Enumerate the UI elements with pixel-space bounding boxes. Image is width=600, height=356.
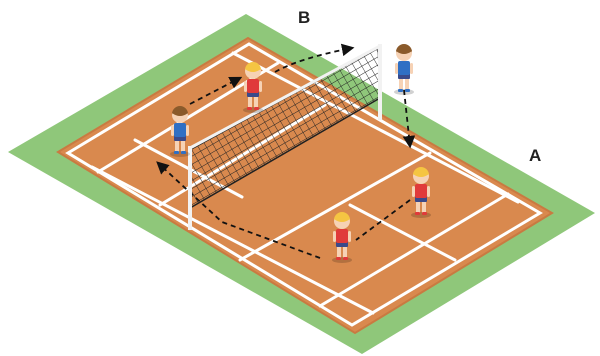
court-lines bbox=[65, 42, 543, 327]
path-segment-left-to-back bbox=[189, 76, 243, 105]
label-b: B bbox=[298, 8, 311, 27]
net-top-tape bbox=[189, 44, 381, 150]
player-shoe-right bbox=[405, 89, 410, 92]
player-leg-left bbox=[399, 77, 403, 90]
right-center-line bbox=[348, 203, 457, 262]
player-leg-right bbox=[254, 95, 258, 108]
player-arm-right bbox=[348, 231, 351, 242]
player-shadow bbox=[170, 151, 190, 157]
near-singles-sideline bbox=[90, 165, 375, 315]
player-shirt bbox=[336, 229, 348, 243]
player-hair-top bbox=[396, 44, 412, 52]
path-segment-blue-to-front-red bbox=[402, 89, 416, 149]
player-shoe-right bbox=[422, 212, 427, 215]
player-shoe-right bbox=[181, 151, 186, 154]
player-hair-top bbox=[334, 212, 350, 220]
player-blond-left-back bbox=[243, 62, 263, 113]
label-a: A bbox=[529, 146, 542, 165]
player-hair bbox=[245, 63, 261, 72]
player-arm-left bbox=[171, 125, 174, 136]
player-shoe-left bbox=[398, 89, 403, 92]
player-shoe-right bbox=[254, 107, 259, 110]
player-shoe-left bbox=[415, 212, 420, 215]
player-arm-right bbox=[427, 186, 430, 197]
player-blond-front-center bbox=[332, 212, 352, 263]
player-leg-right bbox=[181, 139, 185, 152]
player-hair-top bbox=[413, 167, 429, 175]
net-bottom-edge bbox=[189, 97, 381, 209]
player-blond-right-mid bbox=[411, 167, 431, 218]
far-singles-sideline bbox=[231, 51, 520, 204]
rotation-path bbox=[156, 43, 416, 259]
path-segment-center-to-left bbox=[156, 161, 321, 259]
player-brown-left-front bbox=[170, 106, 190, 157]
player-shoe-left bbox=[247, 107, 252, 110]
right-long-service-line bbox=[318, 192, 510, 308]
player-hair bbox=[172, 107, 188, 116]
player-shirt bbox=[415, 184, 427, 198]
player-leg-right bbox=[422, 200, 426, 213]
player-arm-right bbox=[259, 81, 262, 92]
player-shadow bbox=[394, 89, 414, 95]
player-leg-right bbox=[405, 77, 409, 90]
player-shadow bbox=[243, 107, 263, 113]
player-shadow bbox=[332, 257, 352, 263]
right-short-service-line bbox=[238, 151, 432, 262]
player-shoe-left bbox=[336, 257, 341, 260]
player-leg-left bbox=[248, 95, 252, 108]
player-hair-top bbox=[245, 62, 261, 70]
player-arm-left bbox=[333, 231, 336, 242]
path-segment-mid-red-to-center-red bbox=[355, 199, 411, 241]
player-hair-top bbox=[172, 106, 188, 114]
player-shirt bbox=[174, 123, 186, 137]
player-arm-left bbox=[395, 63, 398, 74]
outer-boundary-line bbox=[65, 42, 543, 327]
player-leg-left bbox=[175, 139, 179, 152]
player-hair bbox=[396, 45, 412, 54]
player-arm-left bbox=[244, 81, 247, 92]
player-arm-left bbox=[412, 186, 415, 197]
player-leg-right bbox=[343, 245, 347, 258]
player-shirt bbox=[398, 61, 410, 75]
player-arm-right bbox=[186, 125, 189, 136]
player-shadow bbox=[411, 212, 431, 218]
player-brown-right-far bbox=[394, 44, 414, 95]
player-hair bbox=[334, 213, 350, 222]
player-leg-left bbox=[416, 200, 420, 213]
player-leg-left bbox=[337, 245, 341, 258]
player-shoe-left bbox=[174, 151, 179, 154]
player-shirt bbox=[247, 79, 259, 93]
player-arm-right bbox=[410, 63, 413, 74]
player-hair bbox=[413, 168, 429, 177]
player-shoe-right bbox=[343, 257, 348, 260]
